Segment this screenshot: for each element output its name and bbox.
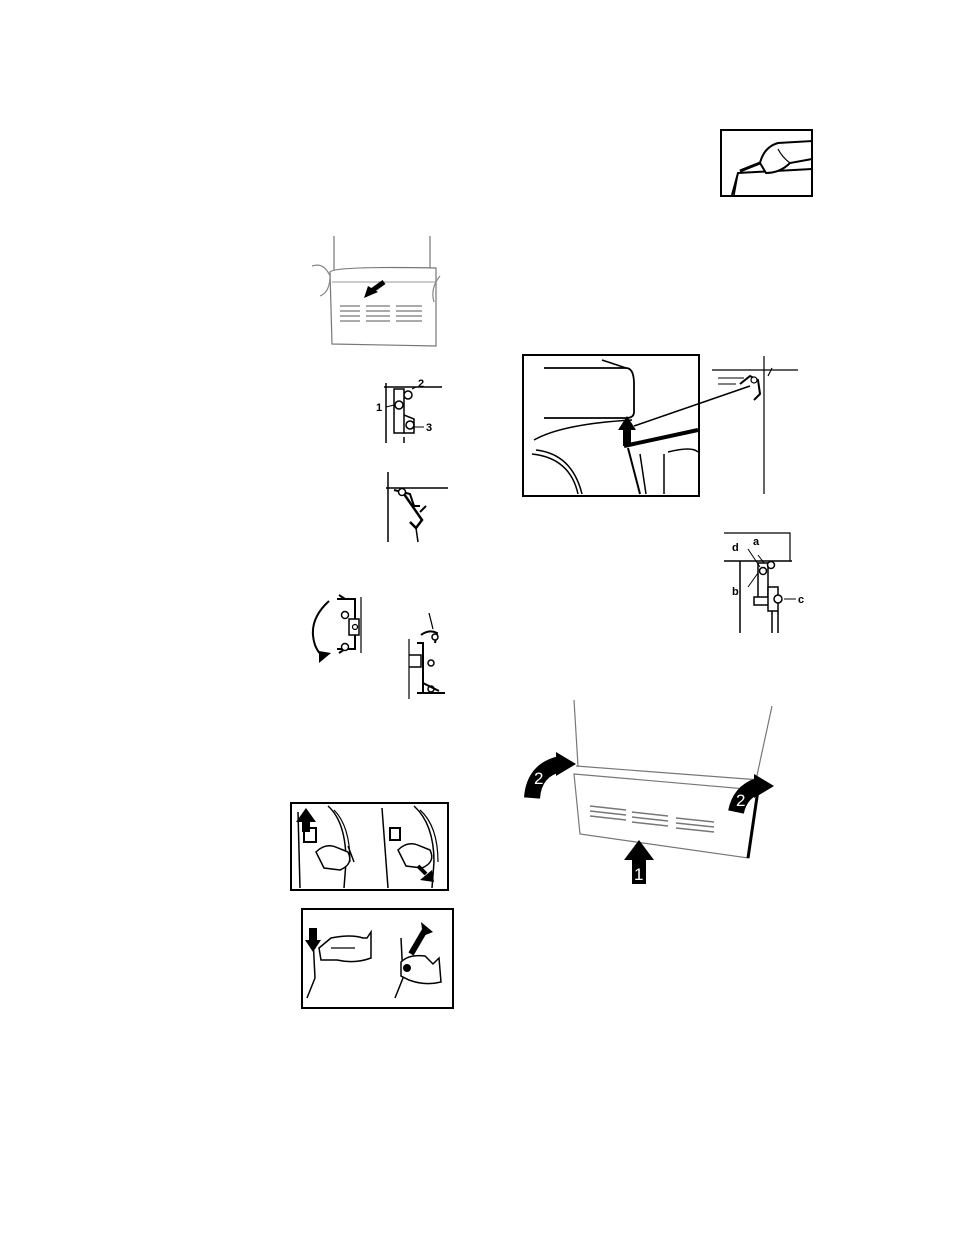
hinge-rotate-figure: [305, 593, 455, 703]
press-pull-tab-figure: [301, 908, 454, 1009]
hinge-label-a: a: [753, 536, 760, 548]
step-label-2-left: 2: [534, 769, 543, 788]
hinge-label-b: b: [732, 586, 739, 598]
step-label-2-right: 2: [736, 791, 745, 810]
hinge-label-c: c: [798, 594, 804, 606]
kickplate-steps-figure: 1 2 2: [528, 700, 778, 885]
hinge-label-d: d: [732, 542, 739, 554]
door-closeup-figure: [522, 354, 802, 499]
hinge-label-2: 2: [418, 378, 424, 390]
door-catch-figure: [290, 802, 450, 892]
hinge-pointer-figure: a b c d: [724, 531, 814, 633]
hinge-parts-figure: 1 2 3: [374, 375, 446, 445]
hinge-rod-figure: [380, 472, 450, 542]
dryer-base-panel-figure: [306, 236, 441, 348]
hinge-label-1: 1: [376, 402, 382, 414]
thumb-press-figure: [720, 129, 813, 197]
step-label-1: 1: [634, 865, 643, 884]
hinge-label-3: 3: [426, 422, 432, 434]
